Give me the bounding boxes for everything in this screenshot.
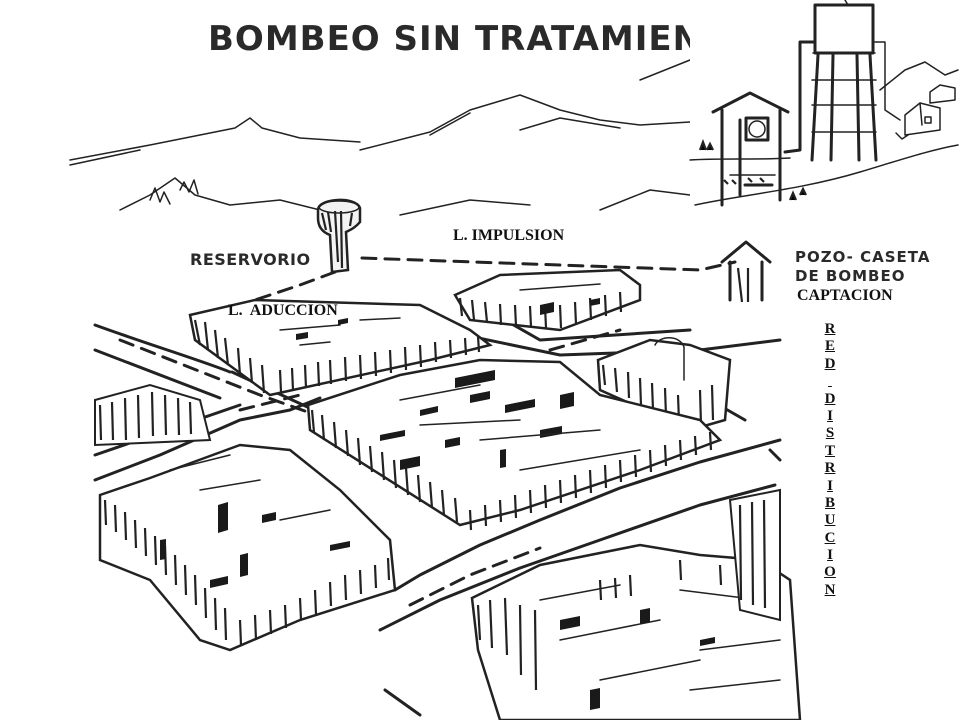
pump-house-label-line1: POZO- CASETA: [795, 248, 930, 266]
aduccion-line: [253, 270, 337, 302]
pump-house: [711, 91, 790, 207]
elevated-tank: [783, 0, 901, 162]
vertical-label-letter: R: [824, 321, 836, 337]
vertical-label-letter: D: [824, 355, 836, 372]
vertical-label-letter: C: [824, 529, 836, 546]
block-north: [453, 268, 642, 332]
vertical-label-gap: [812, 373, 848, 390]
impulsion-line: [360, 256, 737, 272]
captacion-label: CAPTACION: [797, 287, 893, 304]
vertical-label-letter: U: [824, 512, 836, 529]
vertical-label-letter: I: [827, 477, 833, 494]
diagram-title: BOMBEO SIN TRATAMIENTO: [208, 19, 756, 59]
aduccion-line-label: L. ADUCCION: [228, 302, 338, 319]
vertical-label-letter: B: [824, 494, 835, 511]
inset-shrubs: [698, 138, 807, 201]
block-east: [596, 337, 732, 432]
reservoir-label: RESERVORIO: [190, 250, 311, 269]
vertical-label-letter: I: [827, 547, 833, 564]
pump-house-town: [720, 240, 772, 303]
block-southeast: [470, 543, 802, 720]
vertical-label-letter: D: [824, 390, 836, 407]
impulsion-line-label: L. IMPULSION: [453, 227, 565, 244]
reservoir-tower: [316, 198, 362, 274]
vertical-label-letter: N: [824, 581, 836, 598]
block-northwest: [188, 298, 493, 397]
background-hills: [69, 59, 691, 216]
block-west: [94, 383, 212, 447]
vertical-label-letter: T: [824, 442, 835, 459]
block-southwest: [98, 443, 397, 652]
vertical-label-letter: E: [824, 338, 835, 355]
inset-illustration: [689, 0, 960, 225]
vertical-label-letter: S: [825, 425, 835, 442]
block-east-lower: [689, 488, 781, 691]
vertical-label-letter: I: [827, 407, 833, 424]
pump-house-label-line2: DE BOMBEO: [795, 267, 905, 285]
block-center: [306, 358, 723, 531]
vertical-label-letter: O: [824, 564, 836, 581]
vertical-label-letter: R: [824, 460, 836, 477]
inset-houses: [895, 84, 956, 140]
